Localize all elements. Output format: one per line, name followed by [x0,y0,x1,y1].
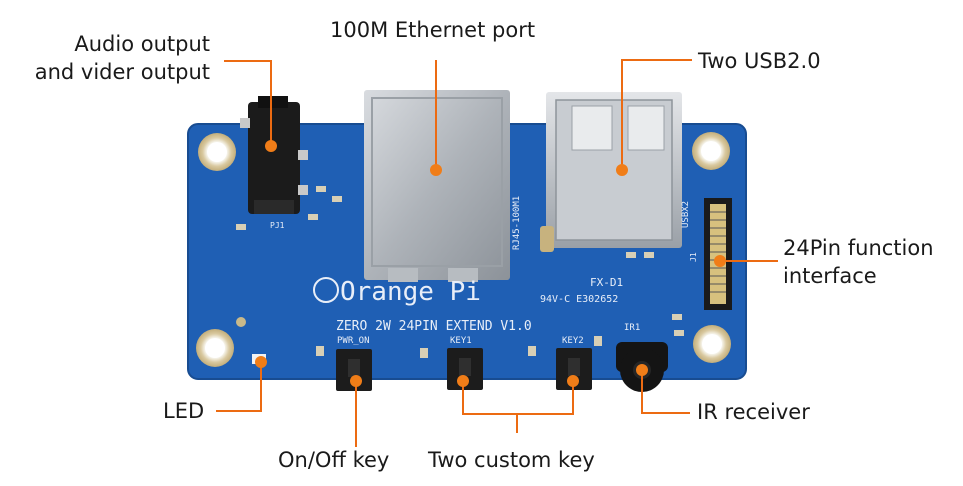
leader-ir [641,370,690,414]
leader-lines [216,59,778,447]
usb-silkscreen: USBX2 [681,201,691,228]
label-usb: Two USB2.0 [698,49,821,73]
label-pin-line1: 24Pin function [783,236,934,260]
marker-dots [255,140,726,387]
leader-audio [224,60,272,143]
ir1-silkscreen: IR1 [624,323,640,333]
marker-ir [636,364,648,376]
marker-audio [265,140,277,152]
custom-key-2-button [556,348,592,390]
marker-led [255,356,267,368]
brand-mark [313,277,339,303]
fpc-connector [704,198,732,310]
pj1-silkscreen: PJ1 [270,221,285,230]
label-pin: 24Pin function interface [783,234,934,290]
fx-silkscreen: FX-D1 [590,276,623,289]
marker-key2 [567,375,579,387]
audio-jack [240,96,308,214]
marker-ethernet [430,164,442,176]
marker-usb [616,164,628,176]
label-audio-line2: and vider output [34,60,210,84]
label-audio: Audio output and vider output [10,30,210,86]
custom-key-1-button [447,348,483,390]
mounting-hole-bottom-right [693,325,731,363]
label-custom: Two custom key [428,448,595,472]
leader-led [216,365,262,412]
on-off-button [336,349,372,391]
marker-onoff [350,375,362,387]
brand-logo: Orange Pi [340,277,481,307]
label-ir: IR receiver [697,400,810,424]
label-onoff: On/Off key [278,448,390,472]
label-led: LED [163,399,205,423]
label-pin-line2: interface [783,264,877,288]
model-silkscreen: ZERO 2W 24PIN EXTEND V1.0 [336,319,532,334]
key1-silkscreen: KEY1 [450,336,472,346]
marker-key1 [457,375,469,387]
mounting-hole-bottom-left [196,329,234,367]
cert-silkscreen: 94V-C E302652 [540,294,618,305]
mounting-hole-top-right [692,132,730,170]
marker-pin [714,255,726,267]
rj45-silkscreen: RJ45-100M1 [512,196,522,250]
test-pad [236,317,246,327]
label-ethernet: 100M Ethernet port [330,18,536,42]
usb-ports [540,92,682,252]
leader-usb [621,59,692,168]
j1-silkscreen: J1 [689,252,698,262]
mounting-hole-top-left [198,133,236,171]
smd-components [236,186,684,358]
label-audio-line1: Audio output [74,32,210,56]
pwr-on-silkscreen: PWR_ON [337,336,370,346]
key2-silkscreen: KEY2 [562,336,584,346]
